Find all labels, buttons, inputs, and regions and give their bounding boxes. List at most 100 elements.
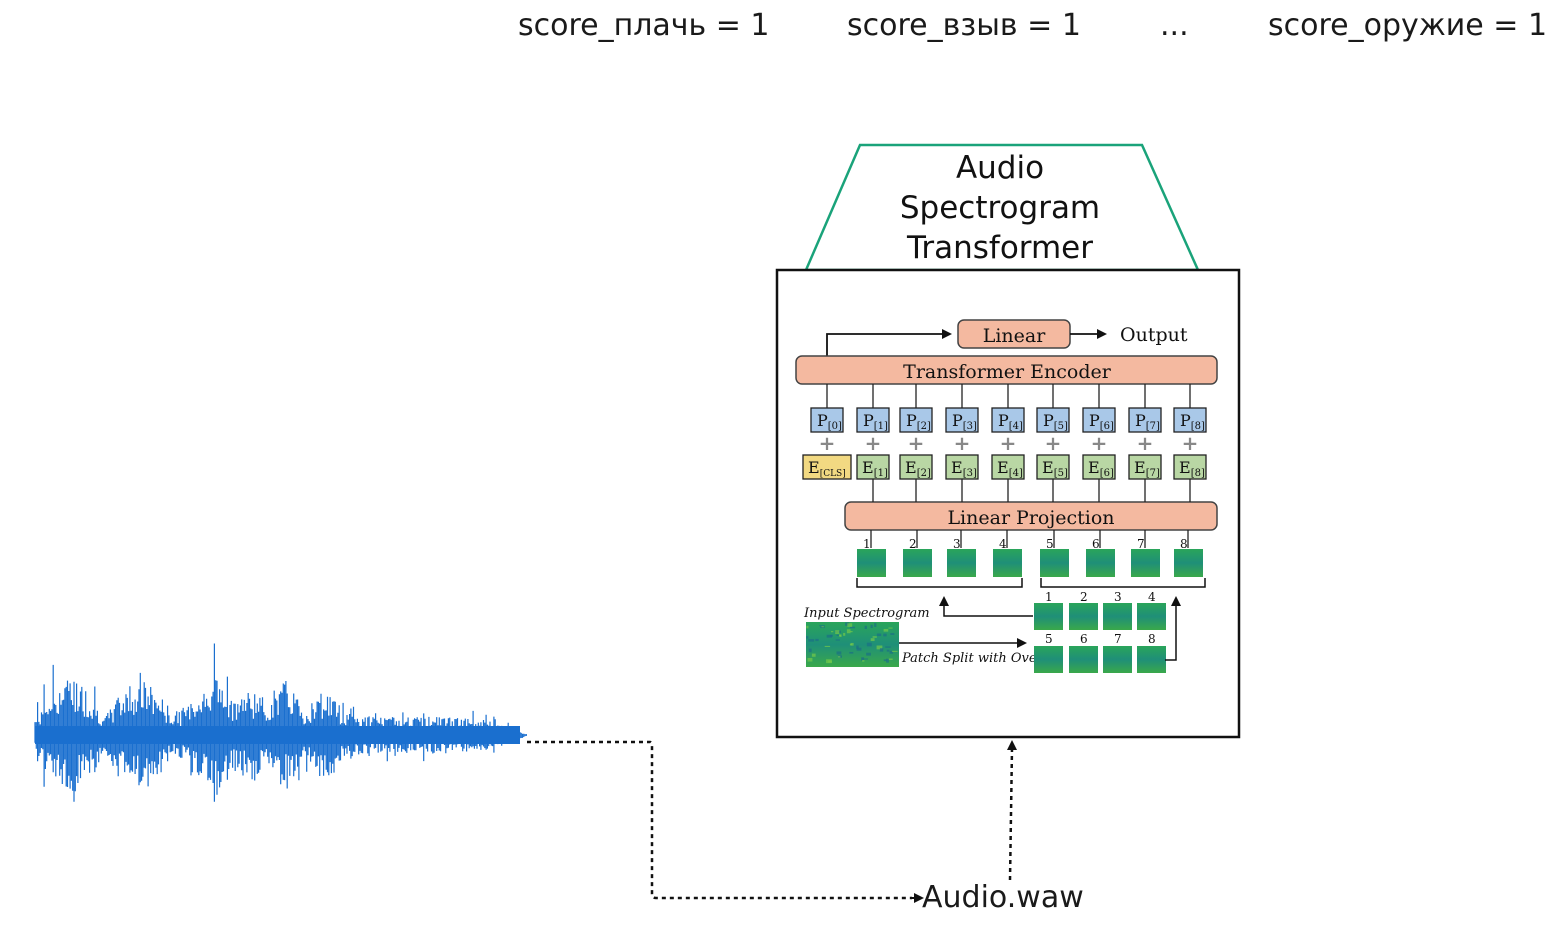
position-token-index: [4]: [1009, 421, 1023, 432]
patch-number: 5: [1046, 537, 1054, 551]
score-ellipsis: ...: [1160, 8, 1189, 43]
embedding-token-box: [1128, 454, 1162, 480]
embedding-token-index: [3]: [963, 468, 977, 479]
plus-sign: +: [1045, 431, 1062, 455]
split-tile-top: [1069, 603, 1098, 630]
position-token-box: [1082, 407, 1116, 433]
position-token-index: [5]: [1054, 421, 1068, 432]
spectrogram-speckle: [888, 658, 893, 661]
patch-number: 7: [1137, 537, 1145, 551]
spectrogram-speckle: [826, 659, 832, 664]
patch-number: 8: [1180, 537, 1188, 551]
position-token-box: [810, 407, 844, 433]
embedding-token-index: [5]: [1054, 468, 1068, 479]
plus-sign: +: [954, 431, 971, 455]
position-token-index: [7]: [1146, 421, 1160, 432]
spectrogram-speckle: [870, 638, 875, 642]
spectrogram-speckle: [806, 636, 809, 639]
spectrogram-speckle: [864, 625, 867, 629]
position-token-box: [899, 407, 933, 433]
position-token-box: [1173, 407, 1207, 433]
model-title-line-3: Transformer: [906, 230, 1093, 266]
patch-number: 1: [863, 537, 871, 551]
spectrogram-speckle: [866, 642, 872, 647]
spectrogram-speckle: [846, 629, 851, 634]
spectrogram-speckle: [815, 638, 819, 642]
linear-label: Linear: [983, 325, 1047, 347]
audio-file-label: Audio.waw: [922, 880, 1084, 915]
spectrogram-speckle: [838, 634, 842, 637]
split-tile-bottom: [1069, 646, 1098, 673]
score-label-cry: score_плачь = 1: [518, 8, 770, 43]
bracket-left: [856, 578, 1023, 588]
spectrogram-speckle: [866, 652, 871, 656]
split-number-bottom: 5: [1045, 632, 1053, 646]
spectrogram-speckle: [806, 625, 809, 629]
split-number-top: 2: [1080, 590, 1088, 604]
spectrogram-speckle: [883, 633, 887, 637]
position-token-box: [856, 407, 890, 433]
spectrogram-speckle: [876, 633, 882, 637]
linear-projection-label: Linear Projection: [947, 507, 1114, 529]
split-number-top: 4: [1148, 590, 1156, 604]
position-token-box: [1128, 407, 1162, 433]
patch-tile: [947, 549, 976, 577]
cls-embedding-box: [802, 454, 852, 480]
spectrogram-speckle: [808, 648, 812, 653]
embedding-token-index: [4]: [1009, 468, 1023, 479]
waveform-core: [35, 726, 520, 744]
position-token-index: [1]: [874, 421, 888, 432]
input-spectrogram-label: Input Spectrogram: [803, 606, 930, 621]
split-number-bottom: 8: [1148, 632, 1156, 646]
embedding-token-index: [8]: [1191, 468, 1205, 479]
embedding-token-index: [7]: [1146, 468, 1160, 479]
spectrogram-speckle: [847, 623, 853, 627]
spectrogram-speckle: [831, 631, 834, 633]
patch-tile: [1131, 549, 1160, 577]
spectrogram-speckle: [890, 633, 895, 635]
split-number-bottom: 7: [1114, 632, 1122, 646]
spectrogram-speckle: [807, 657, 813, 662]
spectrogram-speckle: [811, 653, 816, 657]
embedding-token-index: [6]: [1100, 468, 1114, 479]
waveform-trace: [34, 643, 527, 802]
patch-split-label: Patch Split with Overlap: [901, 651, 1064, 666]
position-token-box: [945, 407, 979, 433]
spectrogram-speckle: [845, 622, 850, 626]
patch-tile: [857, 549, 886, 577]
model-title: Audio Spectrogram Transformer: [860, 148, 1140, 268]
spectrogram-speckle: [876, 645, 883, 650]
spectrogram-speckle: [856, 645, 859, 649]
patch-number: 3: [953, 537, 961, 551]
split-top-to-patches-arrow: [939, 596, 1033, 617]
plus-sign: +: [819, 431, 836, 455]
split-number-top: 3: [1114, 590, 1122, 604]
spectrogram-speckle: [821, 625, 824, 628]
spectrogram-speckle: [886, 649, 890, 652]
split-tile-top: [1034, 603, 1063, 630]
spectrogram-speckle: [836, 651, 842, 655]
bracket-right: [1040, 578, 1206, 588]
patch-tile: [993, 549, 1022, 577]
file-to-model-connector: [1008, 747, 1014, 881]
spectrogram-speckle: [830, 634, 833, 637]
model-title-line-2: Spectrogram: [899, 190, 1101, 226]
spectrogram-speckle: [872, 636, 877, 638]
waveform-to-file-connector: [527, 740, 912, 900]
patch-number: 6: [1092, 537, 1100, 551]
spectrogram-speckle: [849, 651, 854, 654]
embedding-token-index: [2]: [917, 468, 931, 479]
plus-sign: +: [908, 431, 925, 455]
plus-sign: +: [865, 431, 882, 455]
spectrogram-speckle: [824, 645, 831, 647]
model-title-line-1: Audio: [955, 150, 1045, 186]
cls-to-linear-arrow: [826, 329, 952, 356]
position-token-box: [991, 407, 1025, 433]
score-label-scream: score_взыв = 1: [847, 8, 1081, 43]
spectrogram-speckle: [849, 643, 853, 646]
spectrogram-speckle: [835, 639, 840, 641]
spectrogram-speckle: [835, 630, 840, 634]
spectrogram-speckle: [862, 659, 865, 662]
